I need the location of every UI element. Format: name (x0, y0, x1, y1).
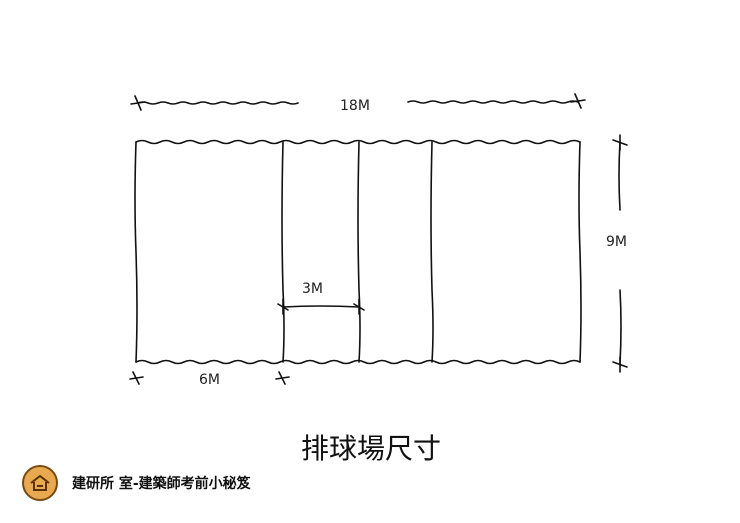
diagram-title: 排球場尺寸 (301, 432, 441, 465)
court-left-line (134, 141, 138, 363)
dim-18m-line-left (137, 101, 299, 105)
dim-9m-tick-bottom (612, 356, 628, 373)
dim-18m-tick-left (130, 95, 146, 111)
brand-logo (22, 465, 58, 501)
dim-9m-line-top (618, 141, 621, 211)
dim-3m-label: 3M (302, 281, 323, 297)
dim-6m-label: 6M (199, 372, 220, 388)
dim-18m-line-right (407, 100, 579, 104)
court-top-line (135, 139, 581, 145)
dim-3m-tick-left (277, 298, 289, 315)
court-bottom-line (135, 359, 581, 365)
footer: 建研所 室-建築師考前小秘笈 (22, 465, 251, 501)
dim-9m-label: 9M (606, 234, 627, 250)
dim-9m-line-bottom (619, 289, 622, 365)
dim-3m-line (282, 305, 360, 308)
court-right-line (578, 141, 582, 363)
dim-18m-label: 18M (340, 98, 370, 114)
attack-line-right (430, 141, 434, 363)
footer-text: 建研所 室-建築師考前小秘笈 (72, 476, 251, 492)
center-line (357, 141, 361, 363)
dim-6m-tick-left (129, 371, 144, 385)
dim-18m-tick-right (570, 93, 586, 109)
dim-3m-tick-right (353, 298, 365, 315)
dim-9m-tick-top (612, 134, 628, 151)
dim-6m-tick-right (275, 371, 290, 385)
house-icon (30, 474, 50, 491)
attack-line-left (281, 141, 285, 363)
